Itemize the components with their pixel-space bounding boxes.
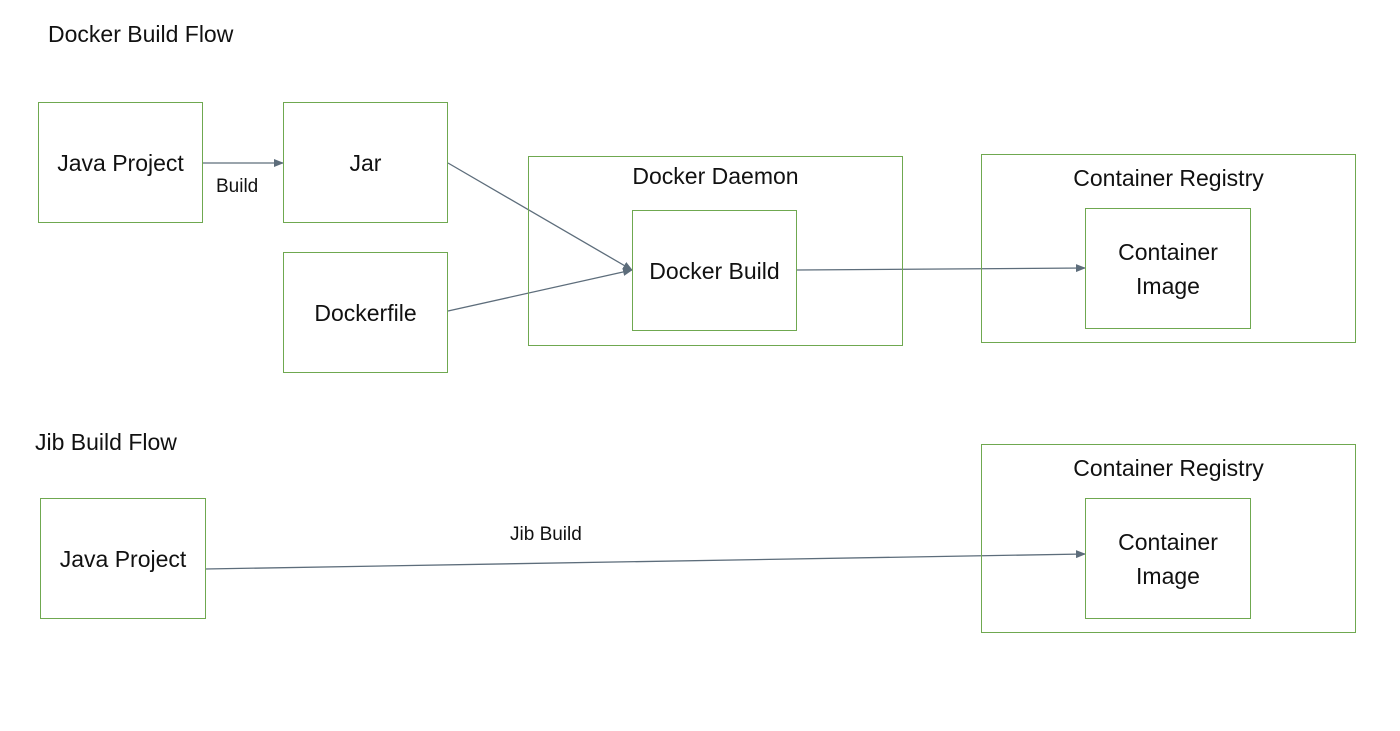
docker-registry-container: Container Registry [981, 154, 1356, 343]
jar-box: Jar [283, 102, 448, 223]
jib-registry-title: Container Registry [1073, 455, 1264, 481]
jib-java-project-box: Java Project [40, 498, 206, 619]
docker-container-image-label: Container Image [1118, 238, 1218, 299]
dockerfile-label: Dockerfile [314, 299, 417, 326]
docker-daemon-container: Docker Daemon [528, 156, 903, 346]
docker-build-box: Docker Build [632, 210, 797, 331]
jib-java-project-label: Java Project [59, 545, 187, 572]
arrow-jar-to-docker-build [447, 162, 633, 271]
docker-build-label: Docker Build [649, 257, 780, 284]
jib-build-edge-label: Jib Build [510, 524, 582, 545]
jar-label: Jar [349, 149, 382, 176]
docker-registry-title: Container Registry [1073, 165, 1264, 191]
jib-container-image-label: Container Image [1118, 528, 1218, 589]
jib-container-image-box: Container Image [1085, 498, 1251, 619]
dockerfile-box: Dockerfile [283, 252, 448, 373]
docker-java-project-box: Java Project [38, 102, 203, 223]
docker-container-image-box: Container Image [1085, 208, 1251, 329]
jib-registry-container: Container Registry [981, 444, 1356, 633]
docker-daemon-title: Docker Daemon [632, 163, 799, 189]
docker-flow-title: Docker Build Flow [48, 21, 234, 47]
docker-java-project-label: Java Project [57, 149, 184, 176]
build-edge-label: Build [216, 176, 259, 197]
arrow-docker-build-to-image [796, 264, 1086, 273]
arrow-jib-java-to-image [204, 550, 1086, 570]
arrow-dockerfile-to-docker-build [447, 268, 633, 312]
jib-flow-title: Jib Build Flow [35, 429, 177, 455]
